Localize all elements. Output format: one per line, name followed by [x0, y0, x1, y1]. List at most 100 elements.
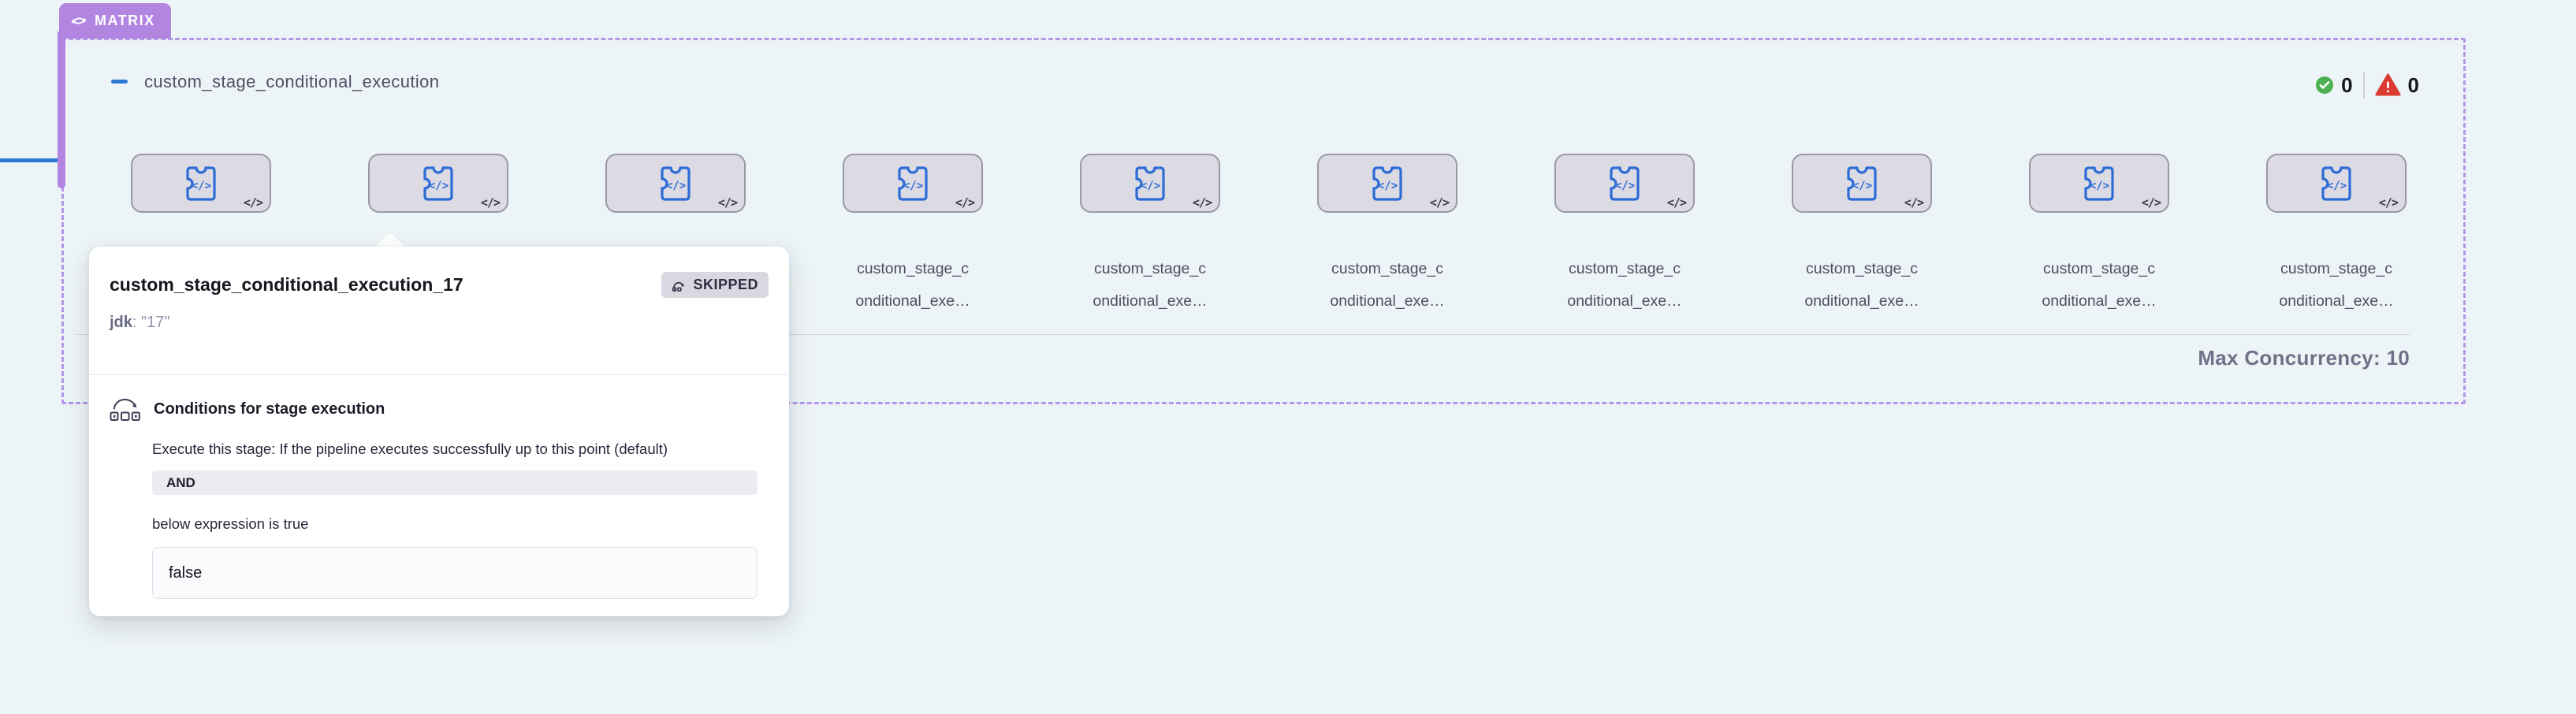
stage-label: custom_stage_c onditional_exe… — [2279, 253, 2393, 318]
code-icon: </> — [1666, 195, 1687, 210]
stage-row-separator — [76, 334, 2410, 335]
matrix-stage: </> </> custom_stage_c onditional_exe… — [818, 154, 1007, 318]
stage-label-line2: onditional_exe… — [1567, 292, 1682, 310]
matrix-badge[interactable]: MATRIX — [59, 3, 171, 39]
conditions-icon — [110, 398, 140, 421]
stage-label-line1: custom_stage_c — [857, 260, 969, 277]
custom-stage-icon: </> — [898, 165, 928, 201]
skipped-icon — [672, 281, 685, 292]
stage-label: custom_stage_c onditional_exe… — [1093, 253, 1207, 318]
error-icon — [2375, 73, 2401, 96]
svg-text:</>: </> — [2090, 180, 2109, 192]
stage-label-line2: onditional_exe… — [1330, 292, 1445, 310]
matrix-stage: </> </> custom_stage_c onditional_exe… — [1293, 154, 1482, 318]
custom-stage-icon: </> — [1372, 165, 1402, 201]
svg-text:</>: </> — [2327, 180, 2347, 192]
matrix-variable: jdk: "17" — [110, 314, 769, 332]
code-icon: </> — [1904, 195, 1924, 210]
code-icon: </> — [243, 195, 263, 210]
stage-card[interactable]: </> </> — [2266, 154, 2407, 213]
conditions-default-text: Execute this stage: If the pipeline exec… — [152, 441, 668, 457]
stage-label-line2: onditional_exe… — [855, 292, 970, 310]
stage-label-line1: custom_stage_c — [1806, 260, 1918, 277]
custom-stage-icon: </> — [1135, 165, 1165, 201]
stage-label: custom_stage_c onditional_exe… — [2042, 253, 2156, 318]
popover-divider — [89, 374, 789, 375]
variable-name: jdk — [110, 314, 132, 331]
stage-label-line1: custom_stage_c — [2043, 260, 2155, 277]
custom-stage-icon: </> — [423, 165, 453, 201]
stage-card[interactable]: </> </> — [605, 154, 746, 213]
stage-card[interactable]: </> </> — [1554, 154, 1695, 213]
status-badge-label: SKIPPED — [693, 277, 758, 292]
matrix-stage: </> </> custom_stage_c onditional_exe… — [1530, 154, 1719, 318]
code-icon: </> — [717, 195, 738, 210]
stage-label-line2: onditional_exe… — [2042, 292, 2157, 310]
variable-value: : "17" — [132, 314, 170, 331]
custom-stage-icon: </> — [1847, 165, 1877, 201]
collapse-minus-icon[interactable] — [111, 80, 128, 84]
matrix-badge-label: MATRIX — [95, 13, 155, 28]
svg-text:</>: </> — [429, 180, 449, 192]
stage-label: custom_stage_c onditional_exe… — [1567, 253, 1681, 318]
stage-card[interactable]: </> </> — [368, 154, 508, 213]
matrix-stage: </> </> custom_stage_c onditional_exe… — [1055, 154, 1245, 318]
stage-label-line1: custom_stage_c — [1331, 260, 1443, 277]
custom-stage-icon: </> — [2321, 165, 2351, 201]
svg-text:</>: </> — [666, 180, 686, 192]
stage-label-line2: onditional_exe… — [2279, 292, 2394, 310]
stage-label-line2: onditional_exe… — [1804, 292, 1919, 310]
stage-card[interactable]: </> </> — [843, 154, 983, 213]
stage-label: custom_stage_c onditional_exe… — [855, 253, 970, 318]
success-count: 0 — [2341, 73, 2353, 97]
code-icon: </> — [2141, 195, 2161, 210]
success-icon — [2316, 76, 2334, 94]
svg-text:</>: </> — [903, 180, 923, 192]
conditions-heading: Conditions for stage execution — [154, 400, 385, 418]
matrix-stage-title: custom_stage_conditional_execution — [144, 72, 440, 91]
custom-stage-icon: </> — [186, 165, 216, 201]
custom-stage-icon: </> — [1610, 165, 1640, 201]
matrix-stage: </> </> — [344, 154, 533, 253]
stage-card[interactable]: </> </> — [1080, 154, 1220, 213]
pipeline-connector-line — [0, 158, 59, 162]
custom-stage-icon: </> — [2084, 165, 2114, 201]
code-icon: </> — [1192, 195, 1212, 210]
matrix-stage: </> </> custom_stage_c onditional_exe… — [2005, 154, 2194, 318]
svg-text:</>: </> — [1141, 180, 1160, 192]
stage-card[interactable]: </> </> — [1792, 154, 1932, 213]
expression-hint: below expression is true — [152, 515, 309, 532]
stage-status-summary: 0 0 — [2315, 72, 2419, 99]
matrix-container: custom_stage_conditional_execution 0 0 <… — [61, 38, 2466, 404]
code-icon: </> — [1429, 195, 1450, 210]
code-icon: </> — [2378, 195, 2399, 210]
stage-label-line1: custom_stage_c — [1094, 260, 1206, 277]
max-concurrency-label: Max Concurrency: 10 — [2198, 346, 2410, 370]
expression-value: false — [152, 547, 758, 599]
error-count: 0 — [2407, 73, 2419, 97]
matrix-stage: </> </> custom_stage_c onditional_exe… — [1767, 154, 1956, 318]
stage-card[interactable]: </> </> — [1317, 154, 1457, 213]
matrix-edge-strip — [58, 32, 65, 188]
status-separator — [2362, 72, 2365, 99]
svg-text:</>: </> — [1615, 180, 1635, 192]
stage-label: custom_stage_c onditional_exe… — [1804, 253, 1919, 318]
code-icon: </> — [955, 195, 975, 210]
stage-label: custom_stage_c onditional_exe… — [1330, 253, 1444, 318]
stage-label-line1: custom_stage_c — [1569, 260, 1681, 277]
custom-stage-icon: </> — [661, 165, 691, 201]
stage-label-line1: custom_stage_c — [2280, 260, 2392, 277]
matrix-stage: </> </> custom_stage_c onditional_exe… — [2242, 154, 2431, 318]
stage-details-popover: custom_stage_conditional_execution_17 SK… — [89, 247, 789, 616]
svg-text:</>: </> — [1378, 180, 1398, 192]
stage-card[interactable]: </> </> — [2029, 154, 2169, 213]
status-badge: SKIPPED — [661, 272, 769, 298]
conditions-operator: AND — [152, 470, 758, 495]
code-icon: </> — [480, 195, 501, 210]
stage-label-line2: onditional_exe… — [1093, 292, 1208, 310]
svg-text:</>: </> — [1852, 180, 1872, 192]
stage-card[interactable]: </> </> — [131, 154, 271, 213]
matrix-stage: </> </> — [106, 154, 296, 253]
popover-stage-title: custom_stage_conditional_execution_17 — [110, 274, 463, 295]
